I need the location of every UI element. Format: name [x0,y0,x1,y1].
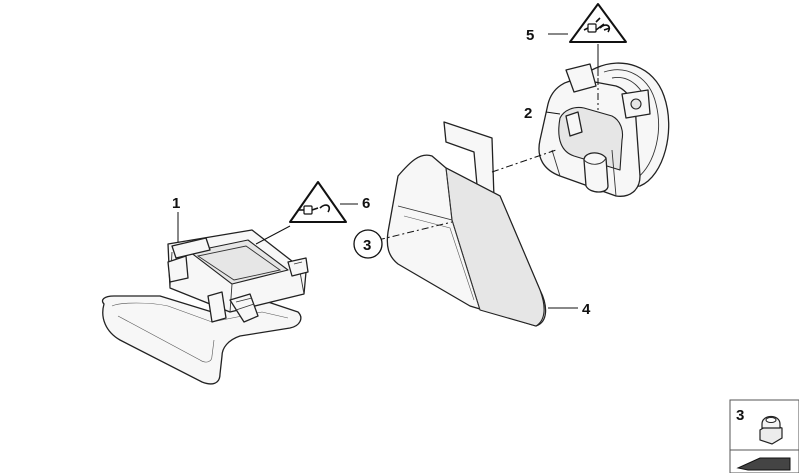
warning-symbol-6 [289,181,347,223]
callout-3-circle [353,229,383,259]
callout-1: 1 [172,195,180,212]
callout-5: 5 [526,27,534,44]
callout-2: 2 [524,105,532,122]
leader-lines [177,33,599,309]
legend-panel: 3 [729,399,799,473]
part-4-cover [386,121,547,327]
nut-icon [759,415,783,445]
callout-labels: 1 2 3 4 5 6 [172,27,591,318]
legend-item-number: 3 [736,407,744,424]
callout-4: 4 [582,301,591,318]
arrow-icon [736,457,791,471]
warning-symbol-5 [569,3,627,43]
part-2-sensor [538,62,670,197]
callout-3: 3 [363,237,371,254]
callout-6: 6 [362,195,370,212]
part-1-bracket [101,229,309,385]
